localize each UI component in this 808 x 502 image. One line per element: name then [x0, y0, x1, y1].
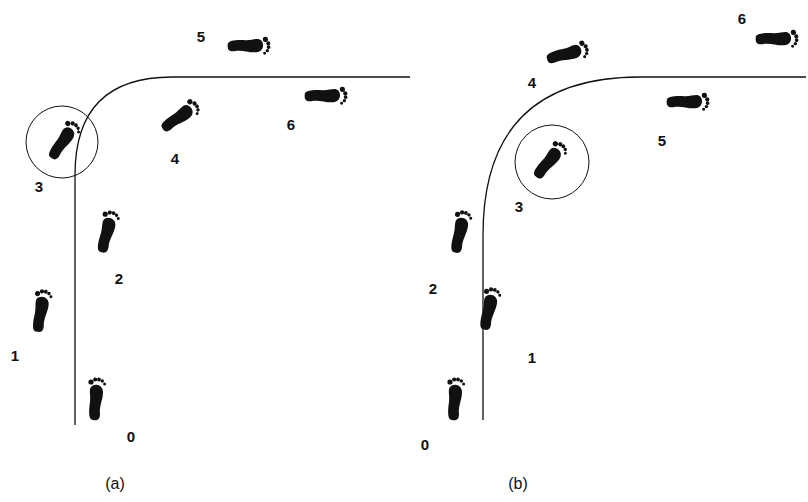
footprint: [666, 92, 710, 113]
footprint: [545, 39, 591, 70]
step-number: 1: [11, 348, 19, 363]
step-number: 6: [738, 11, 746, 26]
step-number: 0: [421, 437, 429, 452]
footprint: [479, 286, 502, 331]
step-number: 6: [287, 117, 295, 132]
footprint: [450, 209, 473, 254]
step-number: 3: [515, 199, 523, 214]
footprint: [447, 377, 465, 420]
step-number: 4: [528, 75, 536, 90]
step-number: 2: [429, 281, 437, 296]
panel-caption: (b): [508, 476, 528, 492]
footprint: [227, 36, 271, 57]
footprint: [159, 97, 203, 138]
footprint: [46, 118, 83, 164]
footprint: [531, 139, 570, 184]
step-number: 0: [127, 429, 135, 444]
highlight-circle: [515, 125, 589, 199]
footprint: [755, 29, 799, 50]
step-number: 1: [528, 350, 536, 365]
step-number: 2: [115, 271, 123, 286]
step-number: 4: [171, 151, 179, 166]
step-number: 5: [658, 133, 666, 148]
corner-path: [75, 77, 410, 425]
footprint: [96, 209, 121, 254]
panel-caption: (a): [105, 476, 125, 492]
corner-path: [483, 77, 806, 420]
footprint: [32, 289, 53, 333]
step-number: 3: [35, 179, 43, 194]
highlight-circle: [26, 106, 98, 178]
step-number: 5: [197, 29, 205, 44]
footprint: [88, 377, 106, 420]
footprint: [304, 86, 348, 107]
